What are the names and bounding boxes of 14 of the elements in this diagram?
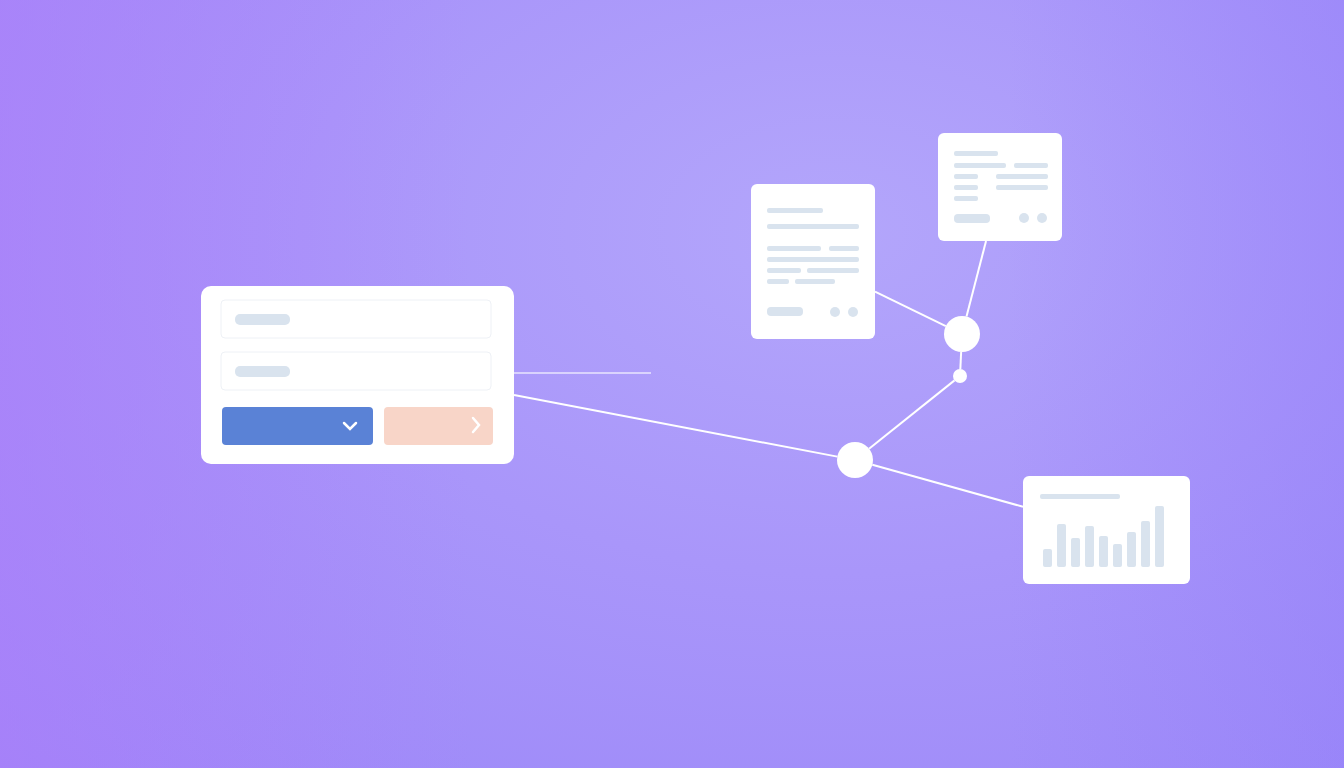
document-card (751, 184, 875, 339)
connector-line (868, 379, 956, 450)
connector-line (513, 372, 652, 374)
document-card (938, 133, 1062, 241)
node-circle (837, 442, 873, 478)
form-card (201, 286, 514, 464)
connector-line (959, 351, 963, 370)
node-circle (953, 369, 967, 383)
chart-card (1023, 476, 1190, 584)
node-circle (944, 316, 980, 352)
connector-line (871, 463, 1024, 508)
connector-line (965, 240, 988, 318)
connector-line (874, 290, 947, 328)
connector-line (513, 394, 839, 458)
